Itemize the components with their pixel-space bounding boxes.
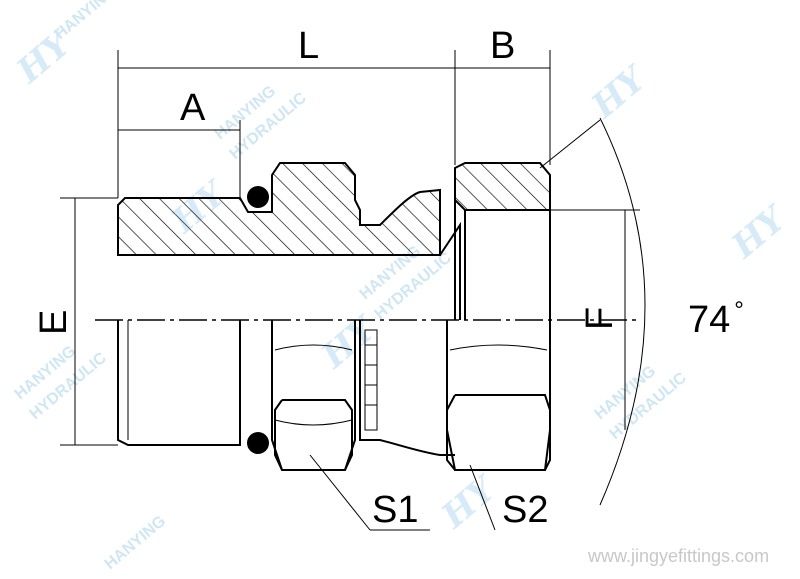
watermark-text: HANYING xyxy=(52,0,119,43)
body-section xyxy=(117,162,441,256)
hex-S2-label: S2 xyxy=(502,489,548,531)
fitting-outline xyxy=(117,186,551,471)
angle-unit: ° xyxy=(734,297,744,324)
watermark-url: www.jingyefittings.com xyxy=(587,546,769,566)
o-ring-top xyxy=(247,186,269,208)
dimension-E-label: E xyxy=(33,310,75,335)
watermark-text: HANYING xyxy=(102,513,169,573)
dimension-F-label: F xyxy=(579,307,621,330)
watermark: HY HANYING HY HANYING HYDRAULIC HY HY HY… xyxy=(9,0,796,573)
angle-label: 74° xyxy=(688,297,744,341)
watermark-logo: HY xyxy=(434,468,506,537)
o-ring-bottom xyxy=(247,432,269,454)
watermark-logo: HY xyxy=(724,198,796,267)
dimension-A-label: A xyxy=(180,87,206,129)
nut-section xyxy=(454,162,551,211)
watermark-logo: HY xyxy=(584,58,656,127)
dimension-B-label: B xyxy=(490,25,515,67)
angle-value: 74 xyxy=(688,299,730,341)
hex-S1-label: S1 xyxy=(372,489,418,531)
watermark-logo: HY xyxy=(314,308,386,377)
dimension-L-label: L xyxy=(298,25,319,67)
dimension-lines xyxy=(60,50,646,531)
